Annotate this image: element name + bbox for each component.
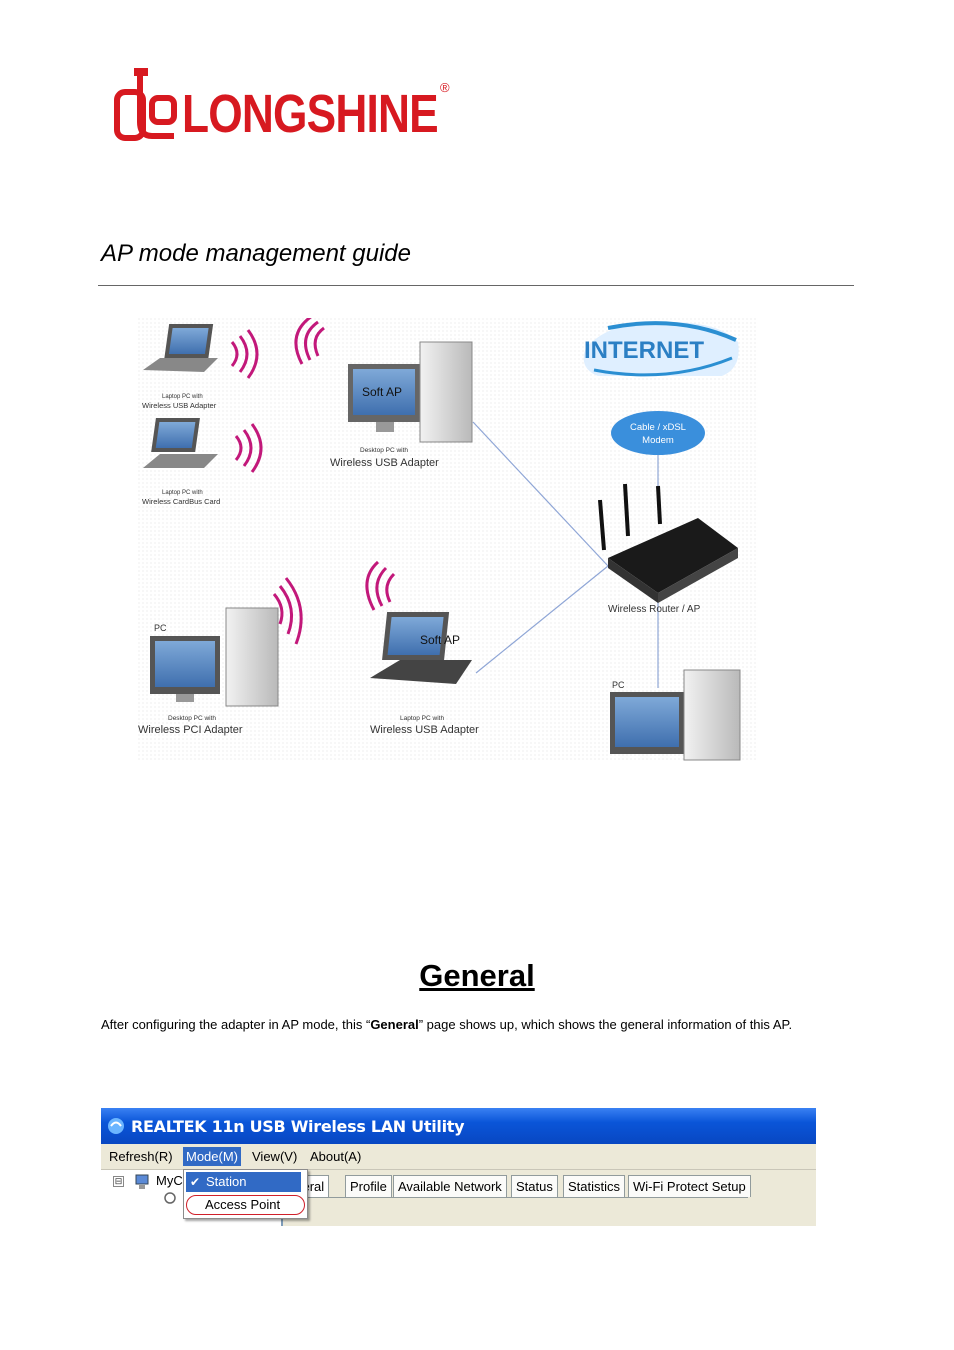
tree-collapse-icon[interactable]: ⊟ (113, 1176, 124, 1187)
svg-text:Wireless USB Adapter: Wireless USB Adapter (370, 724, 479, 736)
tab-profile[interactable]: Profile (345, 1175, 392, 1197)
tab-divider (283, 1197, 748, 1198)
svg-text:PC: PC (612, 680, 625, 690)
svg-text:Modem: Modem (642, 435, 674, 446)
svg-text:Wireless Router / AP: Wireless Router / AP (608, 604, 701, 615)
tab-wifi-protect-setup[interactable]: Wi-Fi Protect Setup (628, 1175, 751, 1197)
network-diagram: INTERNET Cable / xDSL Modem Wireless Rou… (138, 318, 758, 762)
menu-option-access-point[interactable]: Access Point (186, 1195, 305, 1215)
svg-text:Cable / xDSL: Cable / xDSL (630, 422, 686, 433)
laptop-icon: Laptop PC with Wireless USB Adapter (142, 324, 218, 410)
adapter-icon (164, 1192, 176, 1204)
heading-divider (98, 285, 854, 286)
svg-text:Desktop PC with: Desktop PC with (168, 715, 216, 722)
menu-bar: Refresh(R) Mode(M) View(V) About(A) (101, 1144, 816, 1170)
tab-strip: eneral Profile Available Network Status … (283, 1170, 816, 1226)
tab-status[interactable]: Status (511, 1175, 558, 1197)
tab-available-network[interactable]: Available Network (393, 1175, 507, 1197)
internet-cloud: INTERNET (583, 321, 739, 377)
svg-text:Laptop PC with: Laptop PC with (400, 715, 444, 722)
internet-label: INTERNET (584, 337, 704, 364)
svg-text:Laptop PC with: Laptop PC with (162, 490, 203, 496)
tab-statistics[interactable]: Statistics (563, 1175, 626, 1197)
router-icon: Wireless Router / AP (598, 483, 738, 615)
laptop-icon: Laptop PC with Wireless CardBus Card (142, 418, 220, 506)
svg-text:Desktop PC with: Desktop PC with (360, 447, 408, 454)
svg-text:Laptop PC with: Laptop PC with (162, 394, 203, 400)
access-point-label: Access Point (205, 1197, 281, 1212)
highlight-circle (186, 1195, 305, 1215)
svg-text:Soft AP: Soft AP (420, 633, 460, 647)
title-bar: REALTEK 11n USB Wireless LAN Utility (101, 1108, 816, 1144)
menu-view[interactable]: View(V) (252, 1149, 298, 1164)
svg-text:Soft AP: Soft AP (362, 385, 402, 399)
window-title: REALTEK 11n USB Wireless LAN Utility (131, 1117, 465, 1136)
section-title: General (419, 958, 535, 993)
check-icon: ✔ (190, 1175, 201, 1189)
registered-mark: ® (440, 80, 450, 95)
svg-text:Wireless USB Adapter: Wireless USB Adapter (142, 401, 217, 410)
svg-text:Wireless USB Adapter: Wireless USB Adapter (330, 457, 439, 469)
tree-item-computer[interactable]: MyC (156, 1173, 183, 1188)
guide-title: AP mode management guide (101, 240, 411, 267)
svg-text:Wireless PCI Adapter: Wireless PCI Adapter (138, 724, 243, 736)
menu-option-station[interactable]: ✔ Station (186, 1172, 301, 1192)
computer-icon (135, 1174, 149, 1189)
brand-name: LONGSHINE (182, 84, 439, 144)
menu-about[interactable]: About(A) (310, 1149, 362, 1164)
svg-text:Wireless CardBus Card: Wireless CardBus Card (142, 497, 220, 506)
menu-mode[interactable]: Mode(M) (183, 1147, 242, 1166)
general-emphasis: General (370, 1017, 419, 1032)
longshine-logo (114, 68, 177, 141)
svg-text:PC: PC (154, 623, 167, 633)
wifi-app-icon (108, 1118, 124, 1134)
section-description: After configuring the adapter in AP mode… (101, 1017, 793, 1032)
utility-window: REALTEK 11n USB Wireless LAN Utility Ref… (101, 1108, 816, 1226)
menu-refresh[interactable]: Refresh(R) (109, 1149, 173, 1164)
mode-dropdown: ✔ Station Access Point (183, 1169, 308, 1219)
station-label: Station (206, 1174, 247, 1189)
